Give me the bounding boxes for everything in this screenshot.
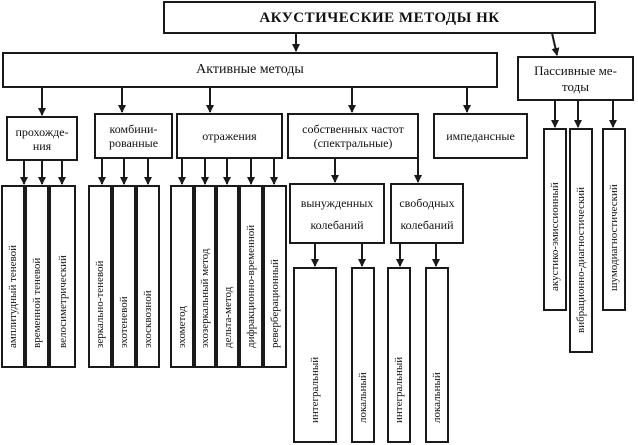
combined-group-box: комбини-рованные [94,113,173,159]
passage-group-label: прохожде-ния [15,124,69,153]
method-free-local-label: локальный [431,372,443,423]
impedance-group-label: импедансные [446,129,515,143]
method-forced-integral-label: интегральный [309,356,321,423]
method-delta-label: дельта-метод [221,286,234,348]
method-echo: эхометод [170,185,194,368]
method-amplitude-shadow-label: амплитудный теневой [7,244,19,348]
passage-group-box: прохожде-ния [6,116,78,161]
forced-oscillations-box: вынужденных колебаний [289,183,385,244]
title-box: АКУСТИЧЕСКИЕ МЕТОДЫ НК [163,1,596,34]
method-echo-through-label: эхосквозной [142,290,154,348]
reflection-group-box: отражения [176,113,283,159]
natural-frequency-group-label: собственных частот (спектральные) [302,122,404,150]
arrow-title-to-passive [551,32,560,56]
method-delta: дельта-метод [216,185,239,368]
method-echo-shadow-label: эхотеневой [118,296,130,348]
method-acoustic-emission: акустико-эмиссионный [543,128,567,311]
method-free-integral-label: интегральный [393,356,405,423]
method-reverberation: реверберационный [263,185,287,368]
free-oscillations-label: свободных колебаний [399,195,455,232]
method-echo-label: эхометод [176,306,188,348]
method-amplitude-shadow: амплитудный теневой [1,185,25,368]
method-echo-mirror-label: эхозеркальный метод [199,248,211,348]
method-diffraction-time-label: дифракционно-временной [245,224,257,348]
diagram-title: АКУСТИЧЕСКИЕ МЕТОДЫ НК [259,9,500,26]
method-free-local: локальный [425,267,449,443]
method-vibro-diagnostic: вибрационно-диагностический [569,128,593,353]
method-noise-diagnostic: шумодиагностический [602,128,626,311]
method-reverberation-label: реверберационный [269,259,281,348]
combined-group-label: комбини-рованные [108,122,159,150]
active-methods-label: Активные методы [196,62,304,77]
passive-methods-label: Пассивные ме-тоды [534,62,617,94]
method-noise-diagnostic-label: шумодиагностический [608,184,620,291]
method-echo-through: эхосквозной [136,185,160,368]
reflection-group-label: отражения [202,129,257,143]
method-forced-integral: интегральный [293,267,337,443]
active-methods-box: Активные методы [2,52,498,88]
free-oscillations-box: свободных колебаний [390,183,464,244]
method-free-integral: интегральный [387,267,411,443]
natural-frequency-group-box: собственных частот (спектральные) [287,113,419,159]
method-time-shadow-label: временной теневой [31,257,43,348]
method-velocimetric: велосиметрический [49,185,76,368]
forced-oscillations-label: вынужденных колебаний [300,195,374,232]
method-velocimetric-label: велосиметрический [56,255,69,348]
method-vibro-diagnostic-label: вибрационно-диагностический [575,186,587,333]
method-forced-local-label: локальный [357,372,369,423]
method-time-shadow: временной теневой [25,185,49,368]
method-acoustic-emission-label: акустико-эмиссионный [549,182,561,291]
method-forced-local: локальный [351,267,375,443]
method-echo-mirror: эхозеркальный метод [194,185,216,368]
method-echo-shadow: эхотеневой [112,185,136,368]
impedance-group-box: импедансные [433,113,528,159]
passive-methods-box: Пассивные ме-тоды [517,56,634,101]
method-mirror-shadow: зеркально-теневой [88,185,112,368]
method-diffraction-time: дифракционно-временной [239,185,263,368]
method-mirror-shadow-label: зеркально-теневой [94,260,106,348]
